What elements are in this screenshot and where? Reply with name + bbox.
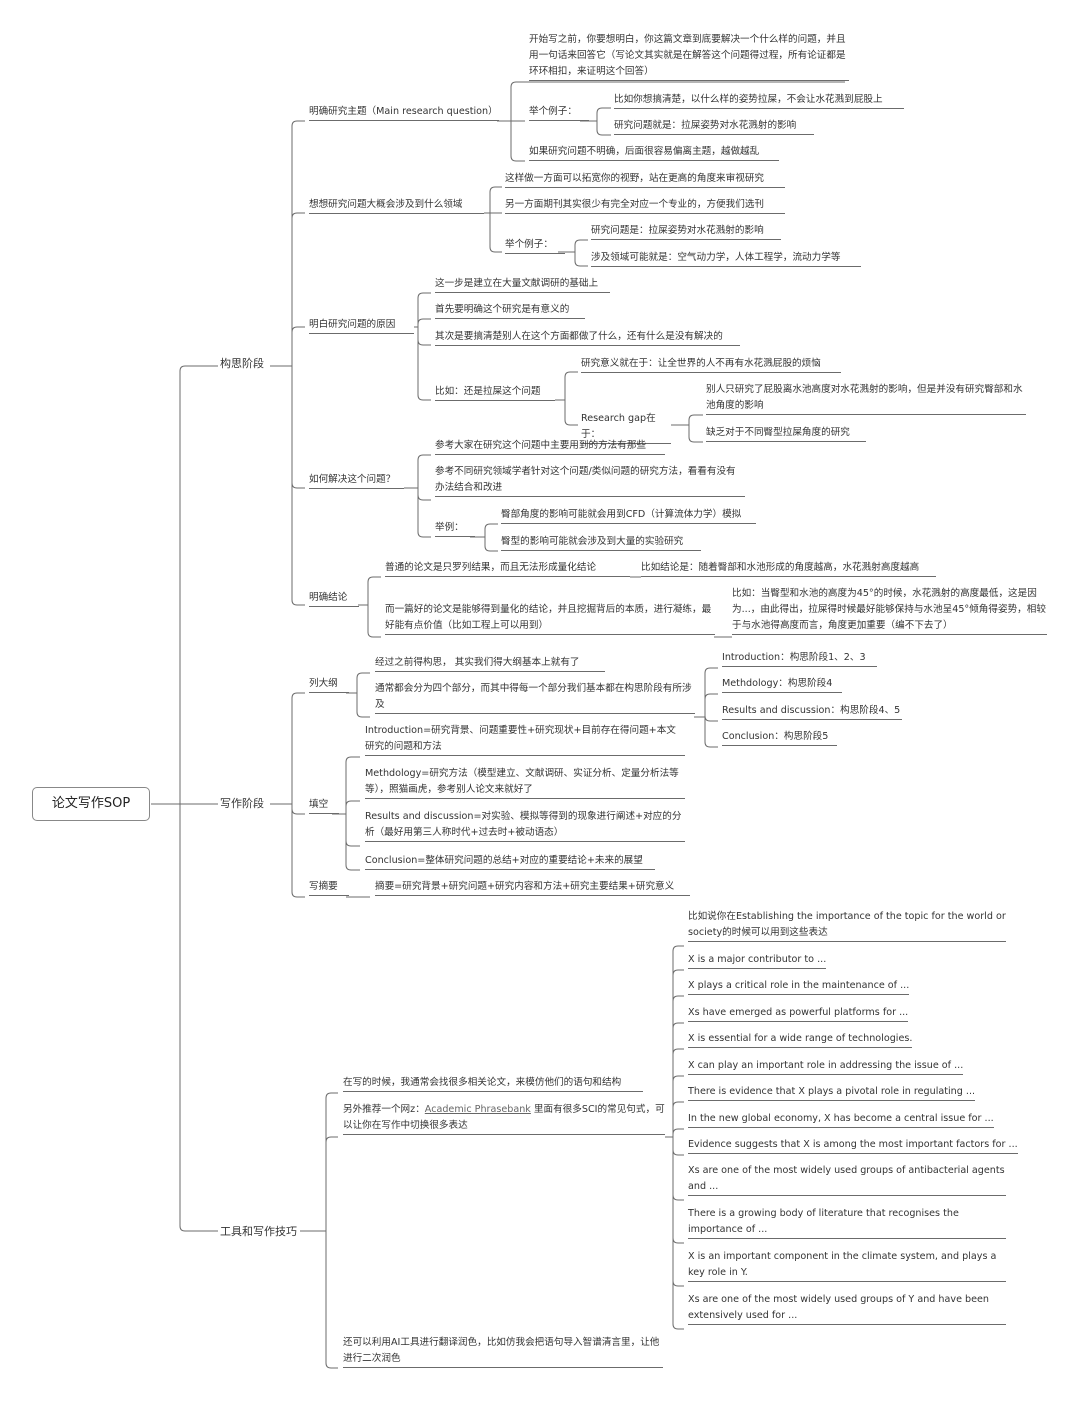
connector-line	[688, 414, 703, 443]
connector-line	[574, 239, 588, 267]
leaf-text[interactable]: 首先要明确这个研究是有意义的	[435, 302, 585, 319]
phrase-item[interactable]: X plays a critical role in the maintenan…	[688, 978, 910, 995]
connector-line	[325, 1092, 338, 1369]
leaf-recommend[interactable]: 另外推荐一个网z：Academic Phrasebank 里面有很多SCI的常见…	[343, 1102, 665, 1135]
leaf-label[interactable]: 举例：	[435, 520, 475, 537]
connector-line	[564, 371, 578, 426]
leaf-text[interactable]: 比如：当臀型和水池的高度为45°的时候，水花溅射的高度最低，这是因为...，由此…	[732, 586, 1047, 635]
stage-label[interactable]: 构思阶段	[220, 357, 264, 370]
branch-method[interactable]: 如何解决这个问题？	[309, 472, 404, 489]
phrase-item[interactable]: X can play an important role in addressi…	[688, 1058, 964, 1075]
branch-reason[interactable]: 明白研究问题的原因	[309, 317, 414, 334]
leaf-text[interactable]: 涉及领域可能就是：空气动力学，人体工程学，流动力学等	[591, 250, 861, 267]
branch-abstract[interactable]: 写摘要	[309, 879, 349, 896]
leaf-text[interactable]: 通常都会分为四个部分，而其中得每一个部分我们基本都在构思阶段有所涉及	[375, 681, 695, 714]
phrase-item[interactable]: Evidence suggests that X is among the mo…	[688, 1137, 1018, 1154]
connector-line	[345, 756, 360, 871]
phrase-intro[interactable]: 比如说你在Establishing the importance of the …	[688, 909, 1006, 942]
connector-line	[356, 672, 370, 718]
leaf-text[interactable]: Methdology=研究方法（模型建立、文献调研、实证分析、定量分析法等等），…	[365, 766, 685, 799]
leaf-text[interactable]: 这一步是建立在大量文献调研的基础上	[435, 276, 610, 293]
leaf-text[interactable]: 其次是要搞清楚别人在这个方面都做了什么，还有什么是没有解决的	[435, 329, 740, 346]
leaf-text[interactable]: Results and discussion：构思阶段4、5	[722, 703, 902, 720]
branch-fill[interactable]: 填空	[309, 797, 339, 814]
leaf-text[interactable]: Methdology：构思阶段4	[722, 676, 842, 693]
phrase-item[interactable]: There is a growing body of literature th…	[688, 1206, 1006, 1239]
phrase-item[interactable]: Xs are one of the most widely used group…	[688, 1163, 1006, 1196]
phrase-item[interactable]: X is essential for a wide range of techn…	[688, 1031, 913, 1048]
leaf-text[interactable]: Introduction=研究背景、问题重要性+研究现状+目前存在得问题+本文研…	[365, 723, 685, 756]
recommend-text-tail: 里面有很多SCI的常见句式，可以让你在写作中切换很多表达	[343, 1104, 665, 1131]
leaf-text[interactable]: Conclusion：构思阶段5	[722, 729, 837, 746]
stage-label[interactable]: 写作阶段	[220, 797, 264, 810]
leaf-text[interactable]: 而一篇好的论文是能够得到量化的结论，并且挖掘背后的本质，进行凝练，最好能有点价值…	[385, 602, 715, 635]
root-node[interactable]: 论文写作SOP	[32, 787, 150, 821]
phrase-item[interactable]: There is evidence that X plays a pivotal…	[688, 1084, 976, 1101]
phrase-item[interactable]: Xs have emerged as powerful platforms fo…	[688, 1005, 909, 1022]
leaf-text[interactable]: 如果研究问题不明确，后面很容易偏离主题，越做越乱	[529, 144, 779, 161]
leaf-text[interactable]: 另一方面期刊其实很少有完全对应一个专业的，方便我们选刊	[505, 197, 785, 214]
connector-line	[291, 120, 305, 606]
phrase-item[interactable]: In the new global economy, X has become …	[688, 1111, 994, 1128]
connector-line	[291, 692, 305, 898]
leaf-text[interactable]: Conclusion=整体研究问题的总结+对应的重要结论+未来的展望	[365, 853, 655, 870]
stage-label[interactable]: 工具和写作技巧	[220, 1225, 297, 1238]
leaf-text[interactable]: 普通的论文是只罗列结果，而且无法形成量化结论	[385, 560, 630, 577]
leaf-text[interactable]: 比如你想搞清楚，以什么样的姿势拉屎，不会让水花溅到屁股上	[614, 92, 904, 109]
leaf-label[interactable]: 举个例子：	[529, 104, 589, 121]
leaf-text[interactable]: 还可以利用AI工具进行翻译润色，比如仿我会把语句导入智谱清言里，让他进行二次润色	[343, 1335, 663, 1368]
leaf-text[interactable]: 研究意义就在于：让全世界的人不再有水花溅屁股的烦恼	[581, 356, 841, 373]
leaf-label[interactable]: Research gap在于：	[581, 411, 671, 444]
connector-line	[417, 454, 431, 538]
leaf-text[interactable]: 摘要=研究背景+研究问题+研究内容和方法+研究主要结果+研究意义	[375, 879, 690, 896]
leaf-text[interactable]: 臀部角度的影响可能就会用到CFD（计算流体力学）模拟	[501, 507, 756, 524]
leaf-text[interactable]: 在写的时候，我通常会找很多相关论文，来模仿他们的语句和结构	[343, 1075, 643, 1092]
leaf-text[interactable]: 这样做一方面可以拓宽你的视野，站在更高的角度来审视研究	[505, 171, 785, 188]
leaf-text[interactable]: Introduction：构思阶段1、2、3	[722, 650, 877, 667]
branch-field[interactable]: 想想研究问题大概会涉及到什么领域	[309, 197, 484, 214]
connector-line	[704, 667, 718, 748]
connector-line	[596, 107, 611, 136]
connector-line	[510, 81, 525, 162]
leaf-text[interactable]: 臀型的影响可能就会涉及到大量的实验研究	[501, 534, 701, 551]
branch-outline[interactable]: 列大纲	[309, 676, 349, 693]
branch-conclusion[interactable]: 明确结论	[309, 590, 359, 607]
branch-research-question[interactable]: 明确研究主题（Main research question）	[309, 104, 499, 121]
connector-line	[489, 186, 502, 253]
connector-line	[179, 365, 218, 1232]
leaf-text[interactable]: 研究问题就是：拉屎姿势对水花溅射的影响	[614, 118, 814, 135]
leaf-text[interactable]: 参考大家在研究这个问题中主要用到的方法有那些	[435, 438, 665, 455]
leaf-text[interactable]: 比如结论是：随着臀部和水池形成的角度越高，水花溅射高度越高	[641, 560, 936, 577]
phrase-item[interactable]: X is an important component in the clima…	[688, 1249, 1006, 1282]
leaf-text[interactable]: 研究问题是：拉屎姿势对水花溅射的影响	[591, 223, 781, 240]
connector-line	[367, 576, 381, 638]
leaf-text[interactable]: Results and discussion=对实验、模拟等得到的现象进行阐述+…	[365, 809, 685, 842]
phrase-item[interactable]: X is a major contributor to ...	[688, 952, 827, 969]
phrase-item[interactable]: Xs are one of the most widely used group…	[688, 1292, 1006, 1325]
phrasebank-link[interactable]: Academic Phrasebank	[424, 1104, 531, 1115]
leaf-label[interactable]: 举个例子：	[505, 237, 565, 254]
leaf-label[interactable]: 比如：还是拉屎这个问题	[435, 384, 555, 401]
leaf-text[interactable]: 参考不同研究领域学者针对这个问题/类似问题的研究方法，看看有没有办法结合和改进	[435, 464, 745, 497]
connector-line	[417, 292, 431, 401]
recommend-text: 另外推荐一个网z：	[343, 1104, 425, 1115]
leaf-text[interactable]: 别人只研究了屁股离水池高度对水花溅射的影响，但是并没有研究臀部和水池角度的影响	[706, 382, 1026, 415]
leaf-text[interactable]: 经过之前得构思， 其实我们得大纲基本上就有了	[375, 655, 605, 672]
leaf-text[interactable]: 开始写之前，你要想明白，你这篇文章到底要解决一个什么样的问题，并且用一句话来回答…	[529, 32, 849, 81]
leaf-text[interactable]: 缺乏对于不同臀型拉屎角度的研究	[706, 425, 866, 442]
connector-line	[484, 523, 498, 552]
connector-line	[672, 945, 684, 1330]
